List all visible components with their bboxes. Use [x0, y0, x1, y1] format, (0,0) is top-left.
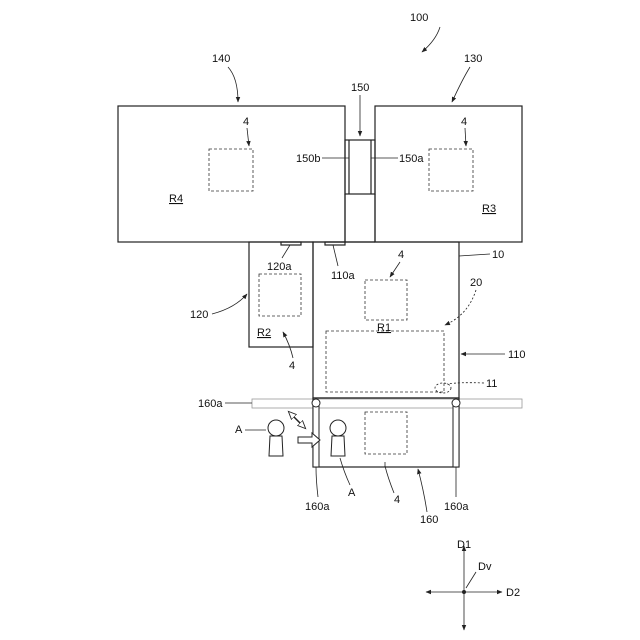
ref-100-arrow — [422, 27, 440, 52]
ref-160-label: 160 — [420, 514, 438, 526]
room-r4 — [118, 106, 345, 242]
r4-ref-4-label: 4 — [243, 116, 249, 128]
area-20 — [326, 331, 444, 392]
ref-120-arrow — [212, 294, 247, 314]
axis-dv-lead — [466, 572, 476, 588]
ref-140-arrow — [228, 67, 238, 102]
r2-ref-4-arrow — [283, 332, 293, 358]
r1-ref-4-arrow — [390, 262, 400, 277]
room160-unit-4 — [365, 412, 407, 454]
r3-ref-4-arrow — [465, 128, 466, 146]
ref-120a-label: 120a — [267, 261, 292, 273]
axis-origin — [462, 590, 466, 594]
r2-unit-4 — [259, 274, 301, 316]
rail-160a-band — [252, 399, 522, 408]
ref-150-label: 150 — [351, 82, 369, 94]
ref-150a-label: 150a — [399, 153, 424, 165]
ref-150b-label: 150b — [296, 153, 320, 165]
ref-130-label: 130 — [464, 53, 482, 65]
r3-unit-4 — [429, 149, 473, 191]
ref-110a-label: 110a — [331, 270, 356, 282]
room-r2-label: R2 — [257, 327, 271, 339]
ref-130-arrow — [452, 67, 470, 102]
room-r4-label: R4 — [169, 193, 183, 205]
ref-110a-lead — [333, 245, 338, 266]
r2-ref-4-label: 4 — [289, 360, 295, 372]
ref-160a-left-lead — [316, 467, 318, 497]
ref-120a-lead — [282, 245, 290, 258]
room160-ref-4-label: 4 — [394, 494, 400, 506]
ref-160-arrow — [418, 469, 427, 512]
r4-ref-4-arrow — [247, 128, 249, 146]
axis-d1-label: D1 — [457, 539, 471, 551]
room-r1-label: R1 — [377, 322, 391, 334]
door-110a — [325, 242, 345, 245]
axis-dv-label: Dv — [478, 561, 492, 573]
room160-ref-4-lead — [385, 466, 394, 493]
r3-ref-4-label: 4 — [461, 116, 467, 128]
person-a-inside-lead — [340, 458, 350, 485]
r4-unit-4 — [209, 149, 253, 191]
wheel-right — [452, 399, 460, 407]
ref-100-label: 100 — [410, 12, 428, 24]
rail-right — [453, 403, 459, 467]
axis-d2-label: D2 — [506, 587, 520, 599]
ref-160a-right-label: 160a — [444, 501, 469, 513]
ref-110-label: 110 — [508, 349, 526, 361]
wheel-left — [312, 399, 320, 407]
ref-11-label: 11 — [486, 378, 497, 390]
r1-ref-4-label: 4 — [398, 249, 404, 261]
room-r3-label: R3 — [482, 203, 496, 215]
marker-11 — [435, 383, 451, 393]
ref-160a-left-label: 160a — [305, 501, 330, 513]
person-a-outside — [268, 420, 284, 456]
ref-160a-top-label: 160a — [198, 398, 223, 410]
r1-unit-4 — [365, 280, 407, 320]
ref-10-label: 10 — [492, 249, 504, 261]
person-a-outside-label: A — [235, 424, 243, 436]
person-a-inside-label: A — [348, 487, 356, 499]
ref-20-arrow — [445, 290, 476, 325]
ref-11-lead — [447, 383, 484, 384]
room-r3 — [375, 106, 522, 242]
ref-20-label: 20 — [470, 277, 482, 289]
double-arrow-icon — [289, 412, 305, 428]
door-120a — [281, 242, 301, 245]
ref-120-label: 120 — [190, 309, 208, 321]
ref-140-label: 140 — [212, 53, 230, 65]
person-a-inside — [330, 420, 346, 456]
ref-10-lead — [459, 254, 490, 256]
